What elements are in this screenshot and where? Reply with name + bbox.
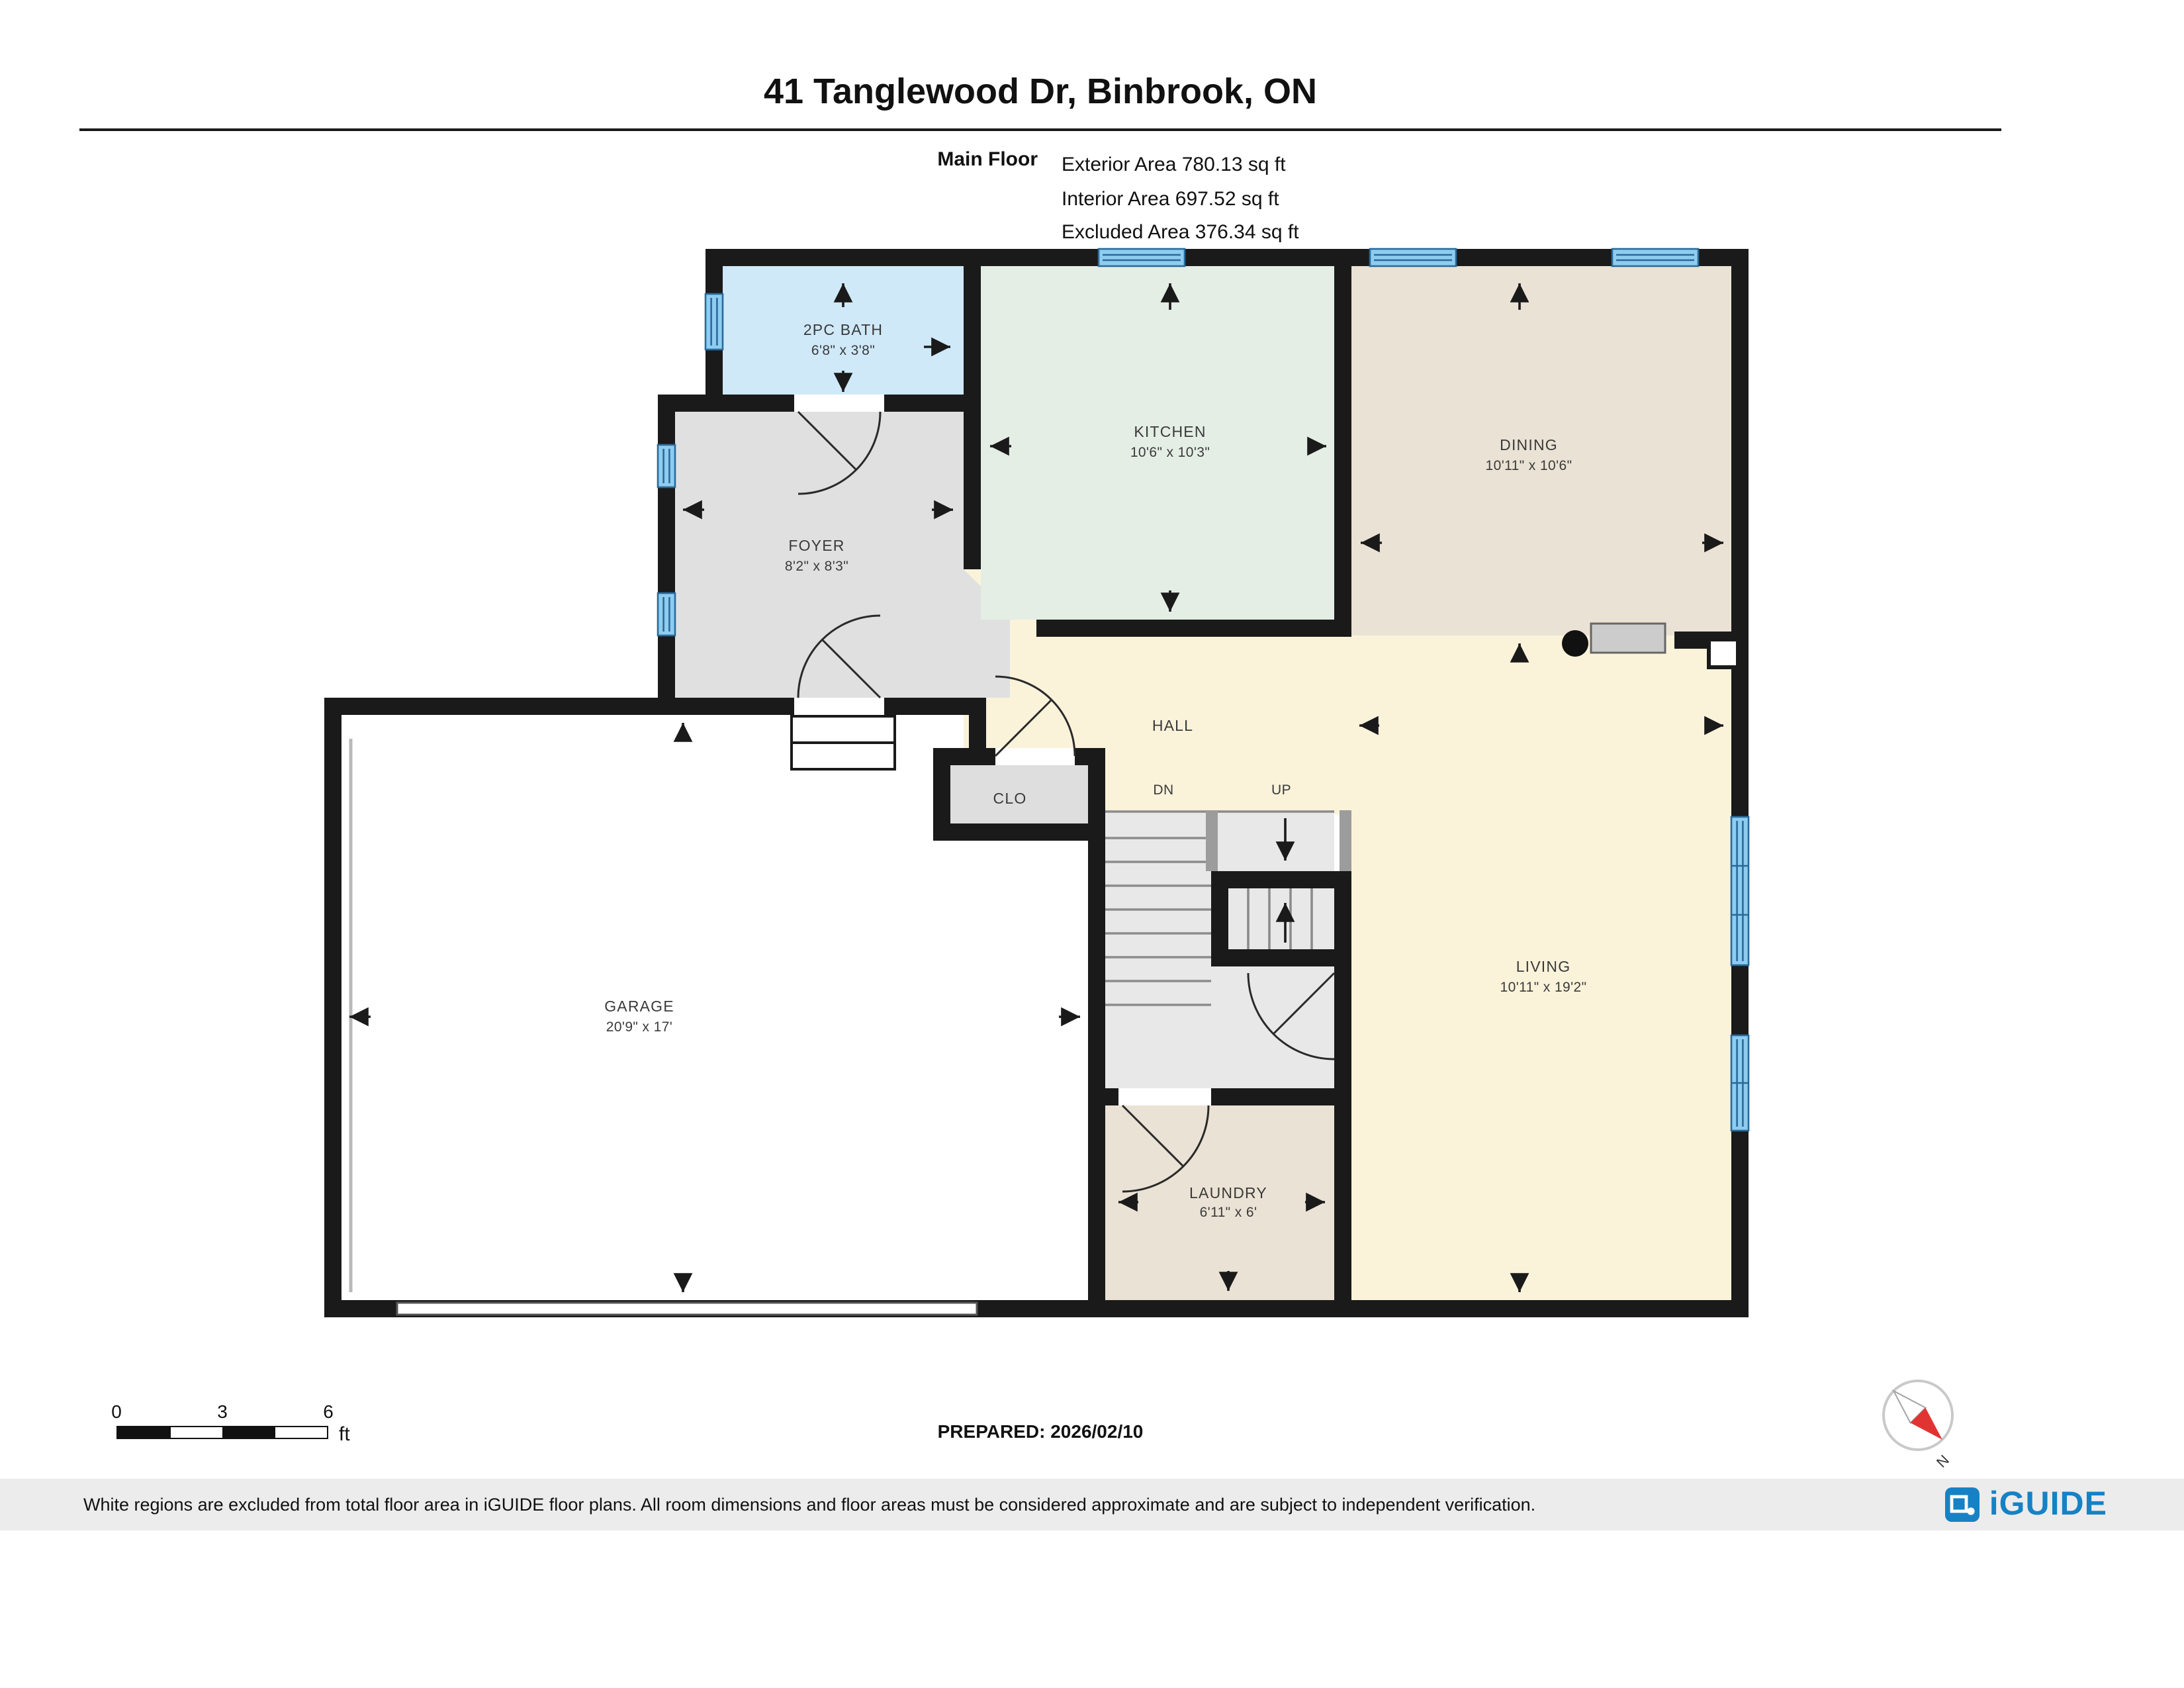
hall-label: HALL [1152,717,1193,734]
prepared-date: PREPARED: 2026/02/10 [937,1421,1144,1442]
stairs-dn-label: DN [1153,782,1173,798]
laundry-label: LAUNDRY [1189,1184,1267,1201]
wall-niche [1707,637,1740,669]
room-labels: 2PC BATH 6'8" x 3'8" KITCHEN 10'6" x 10'… [604,321,1586,1220]
foyer-dims: 8'2" x 8'3" [785,559,848,574]
front-steps [790,715,896,771]
fireplace [1562,622,1666,657]
compass: N [1882,1380,1954,1471]
dining-dims: 10'11" x 10'6" [1486,458,1572,473]
bath-dims: 6'8" x 3'8" [811,343,875,358]
room-closet [950,765,1088,823]
scale-tick-0: 0 [111,1401,122,1422]
stair-treads-up [1247,888,1313,949]
kitchen-window [1097,248,1186,267]
bath-label: 2PC BATH [803,321,883,338]
iguide-logo: iGUIDE [1944,1485,2107,1524]
closet-label: CLO [993,790,1027,807]
measurement-arrows [349,283,1723,1292]
doors [797,410,1336,1193]
understair-door [1247,972,1336,1060]
dining-label: DINING [1500,436,1558,453]
windows [657,248,1750,1132]
room-kitchen [981,266,1334,620]
foyer-window-lower [657,592,676,637]
laundry-dims: 6'11" x 6' [1200,1205,1257,1220]
foyer-window-upper [657,444,676,489]
stairs-up-label: UP [1271,782,1291,798]
living-window-upper [1730,816,1750,966]
bath-window [704,293,724,351]
laundry-door [1121,1104,1210,1193]
compass-needle-north [1910,1407,1942,1440]
area-summary: Exterior Area 780.13 sq ft Interior Area… [1062,148,1299,250]
dining-window-left [1369,248,1457,267]
interior-area: Interior Area 697.52 sq ft [1062,187,1279,210]
excluded-area: Excluded Area 376.34 sq ft [1062,221,1299,244]
door-openings [794,395,1211,1105]
stair-rail-left [1206,810,1218,871]
page-title: 41 Tanglewood Dr, Binbrook, ON [763,71,1318,111]
room-dining [1351,266,1731,635]
footer-bar: White regions are excluded from total fl… [0,1479,2184,1530]
scale-bar-segments [116,1426,328,1439]
closet-door [994,675,1076,757]
room-laundry [1105,1105,1334,1300]
iguide-wordmark: iGUIDE [1989,1485,2107,1523]
stair-rail-right [1340,810,1351,871]
garage-dims: 20'9" x 17' [606,1019,672,1035]
living-dims: 10'11" x 19'2" [1500,980,1587,995]
kitchen-dims: 10'6" x 10'3" [1130,445,1210,460]
disclaimer-text: White regions are excluded from total fl… [83,1495,1536,1515]
scale-bar: 0 3 6 ft [111,1401,376,1448]
floor-label: Main Floor [937,148,1038,171]
kitchen-label: KITCHEN [1134,423,1206,440]
scale-tick-3: 3 [217,1401,228,1422]
exterior-area: Exterior Area 780.13 sq ft [1062,154,1286,176]
dining-window-right [1611,248,1700,267]
room-foyer [675,412,1010,698]
foyer-label: FOYER [788,537,844,554]
compass-n-label: N [1933,1452,1952,1471]
stair-treads-down [1105,837,1211,1006]
garage-label: GARAGE [604,998,674,1015]
room-living [1351,635,1731,1300]
title-divider [79,128,2001,131]
scale-tick-6: 6 [323,1401,334,1422]
front-door [797,614,882,699]
iguide-icon [1944,1487,1979,1522]
room-fills [341,266,1731,1300]
living-label: LIVING [1516,958,1571,975]
staircase [1105,810,1351,1006]
bath-door [797,410,882,495]
scale-unit: ft [339,1423,350,1446]
living-window-lower [1730,1034,1750,1132]
